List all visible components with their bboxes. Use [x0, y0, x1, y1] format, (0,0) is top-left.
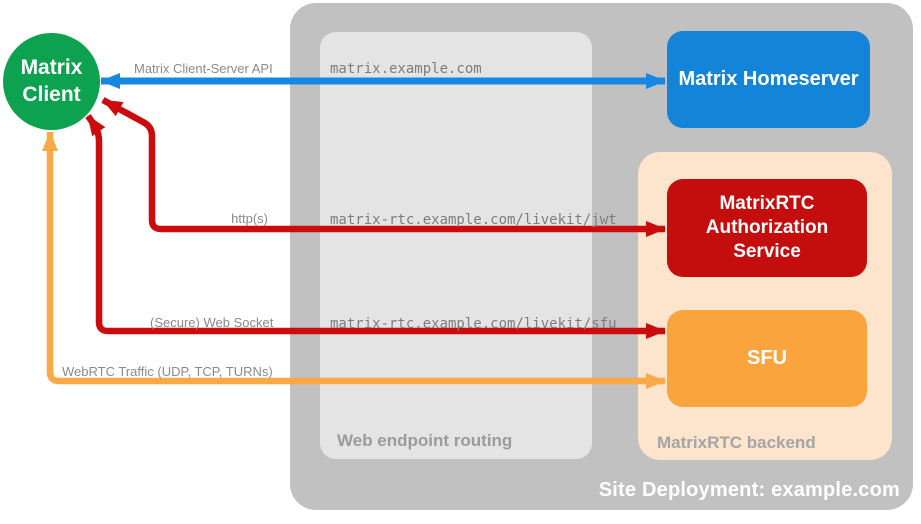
matrixrtc-authorization-service-label: MatrixRTC Authorization Service [705, 193, 829, 262]
matrix-homeserver-label: Matrix Homeserver [678, 68, 859, 90]
endpoint-livekit-sfu: matrix-rtc.example.com/livekit/sfu [330, 316, 617, 332]
web-endpoint-routing-box: Web endpoint routing [320, 32, 592, 459]
endpoint-livekit-jwt: matrix-rtc.example.com/livekit/jwt [330, 212, 617, 228]
matrix-homeserver-node: Matrix Homeserver [667, 31, 870, 128]
client-server-api-arrow-label: Matrix Client-Server API [134, 61, 273, 76]
matrixrtc-authorization-service-node: MatrixRTC Authorization Service [667, 179, 867, 277]
endpoint-matrix-example-com: matrix.example.com [330, 61, 482, 77]
web-endpoint-routing-label: Web endpoint routing [337, 431, 513, 450]
http-s-arrow-label: http(s) [231, 211, 268, 226]
matrix-client-label-line1: Matrix [20, 56, 83, 80]
webrtc-traffic-arrow-label: WebRTC Traffic (UDP, TCP, TURNs) [62, 364, 273, 379]
matrix-client-label-line2: Client [22, 82, 81, 106]
sfu-label: SFU [747, 347, 787, 369]
secure-web-socket-arrow-label: (Secure) Web Socket [150, 315, 274, 330]
matrix-client-node: Matrix Client [3, 33, 100, 130]
sfu-node: SFU [667, 310, 867, 407]
site-deployment-label: Site Deployment: example.com [598, 479, 900, 501]
matrixrtc-backend-label: MatrixRTC backend [657, 433, 816, 452]
